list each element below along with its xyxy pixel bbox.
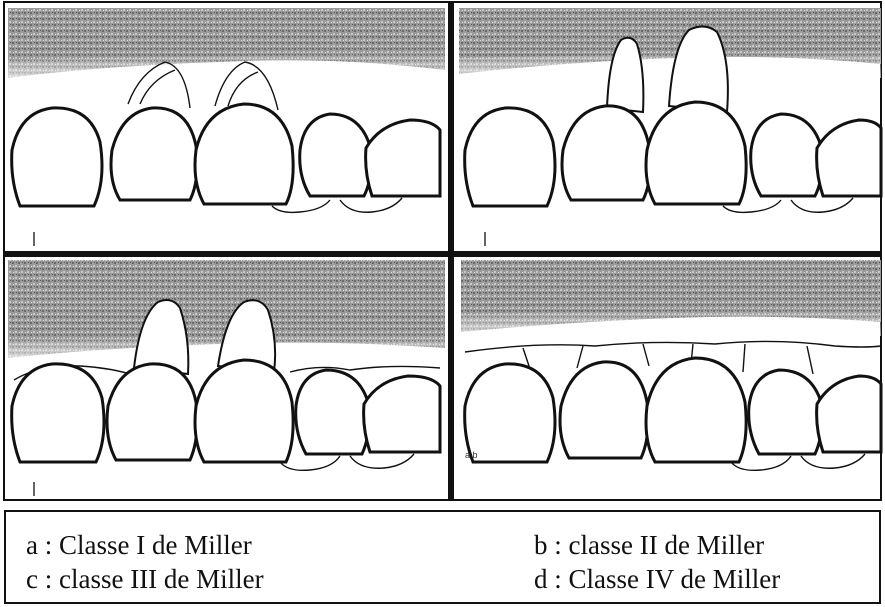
tooth-premolar xyxy=(751,114,822,196)
tooth-canine-left xyxy=(12,364,104,462)
tooth-premolar xyxy=(749,370,822,454)
caption-a: a : Classe I de Miller xyxy=(26,530,252,561)
tooth-canine-left xyxy=(465,364,555,462)
tooth-premolar xyxy=(300,114,371,196)
caption-box: a : Classe I de Miller b : classe II de … xyxy=(4,510,881,604)
caption-d: d : Classe IV de Miller xyxy=(534,564,780,595)
tooth-canine-left xyxy=(12,108,102,206)
tooth-central-incisor xyxy=(195,104,293,204)
tooth-central-incisor xyxy=(646,358,746,462)
caption-c: c : classe III de Miller xyxy=(26,564,264,595)
tooth-central-incisor xyxy=(195,360,293,462)
tooth-premolar xyxy=(296,370,369,454)
tooth-canine-left xyxy=(465,108,555,206)
corner-mark: a b xyxy=(465,450,478,460)
miller-classification-figure: a b xyxy=(0,0,885,503)
tooth-lateral-incisor xyxy=(107,364,197,460)
tooth-lateral-incisor xyxy=(111,108,197,200)
caption-b: b : classe II de Miller xyxy=(534,530,764,561)
tooth-central-incisor xyxy=(646,102,746,204)
